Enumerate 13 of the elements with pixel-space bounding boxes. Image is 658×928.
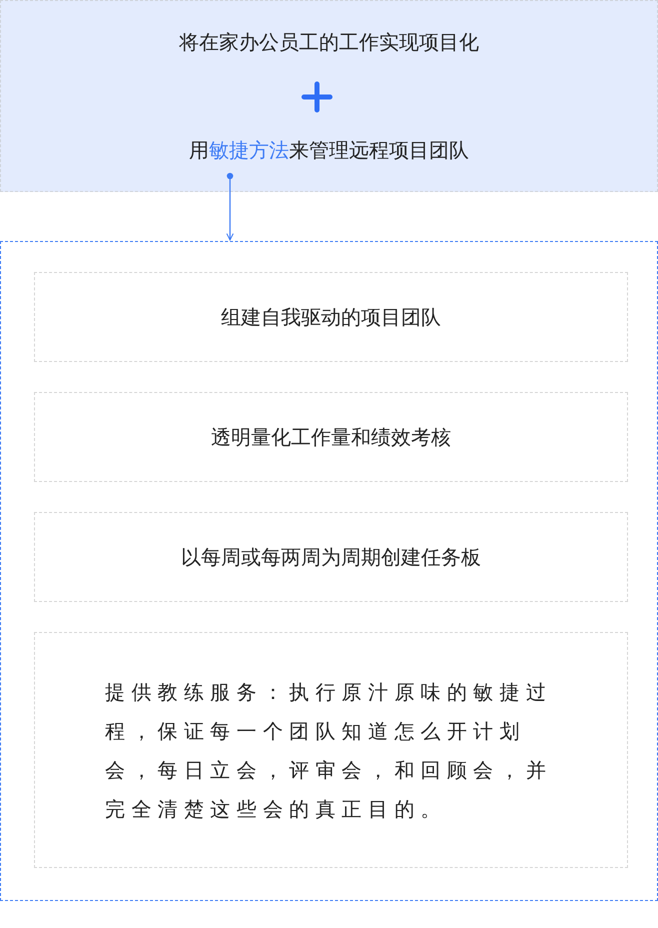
step-text: 提供教练服务：执行原汁原味的敏捷过程，保证每一个团队知道怎么开计划会，每日立会，评审会，和回顾会，并完全清楚这些会的真正目的。 xyxy=(105,679,554,823)
step-text: 透明量化工作量和绩效考核 xyxy=(210,424,452,451)
step-text: 组建自我驱动的项目团队 xyxy=(220,304,442,331)
step-box xyxy=(34,512,628,602)
group-box xyxy=(0,241,658,901)
heading-text: 用敏捷方法来管理远程项目团队 xyxy=(188,137,470,164)
step-box xyxy=(34,392,628,482)
step-box xyxy=(34,632,628,868)
step-box xyxy=(34,272,628,362)
step-text: 以每周或每两周为周期创建任务板 xyxy=(180,544,482,571)
heading-text: 将在家办公员工的工作实现项目化 xyxy=(178,29,480,56)
arrow xyxy=(226,172,234,240)
heading-band xyxy=(0,0,658,192)
